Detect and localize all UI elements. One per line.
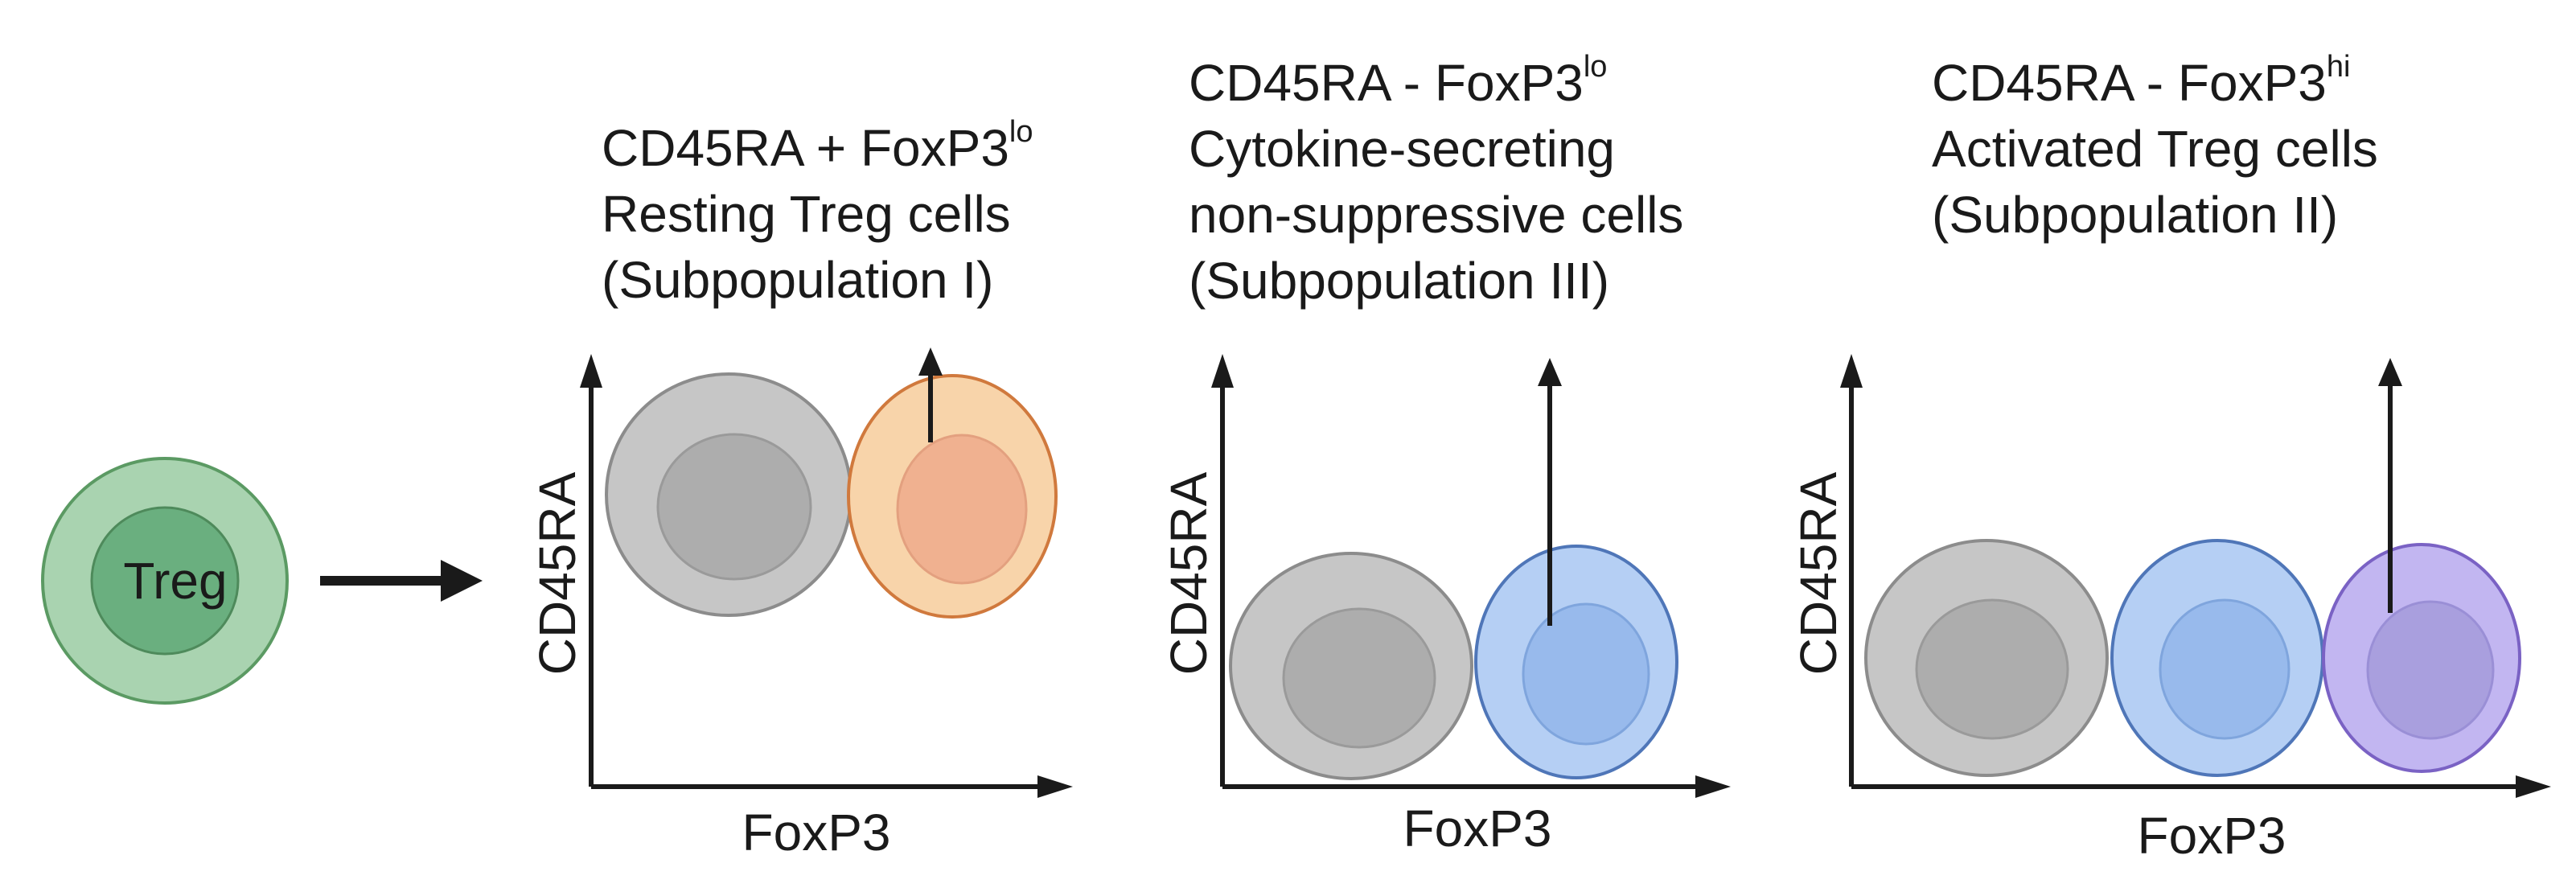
- orange-cell: [847, 374, 1058, 619]
- gray-cell: [1229, 552, 1473, 780]
- panel-2-title-marker: CD45RA - FoxP3: [1189, 54, 1584, 112]
- panel-1-title-line3: (Subpopulation I): [602, 251, 994, 309]
- treg-cell: Treg: [41, 457, 289, 705]
- panel-subpopulation-3: CD45RA FoxP3: [1160, 354, 1731, 857]
- panel-1-title: CD45RA + FoxP3lo Resting Treg cells (Sub…: [602, 115, 1033, 313]
- panel-2-title-line2: Cytokine-secreting: [1189, 120, 1615, 178]
- panel-3-x-axis-label: FoxP3: [2138, 807, 2286, 865]
- panel-1-title-sup: lo: [1009, 115, 1033, 149]
- panel-2-x-axis-label: FoxP3: [1403, 800, 1552, 857]
- panel-3-title-sup: hi: [2326, 50, 2351, 84]
- panel-1-title-line2: Resting Treg cells: [602, 185, 1011, 243]
- panel-2-axes: [1211, 354, 1731, 798]
- treg-label: Treg: [123, 552, 227, 610]
- panel-3-title: CD45RA - FoxP3hi Activated Treg cells (S…: [1932, 50, 2378, 248]
- purple-cell: [2322, 543, 2521, 773]
- panel-3-title-line2: Activated Treg cells: [1932, 120, 2378, 178]
- blue-cell: [2110, 539, 2324, 777]
- panel-3-y-axis-label: CD45RA: [1789, 471, 1847, 675]
- panel-1-x-axis-label: FoxP3: [742, 804, 891, 861]
- panel-3-title-marker: CD45RA - FoxP3: [1932, 54, 2327, 112]
- panel-subpopulation-1: CD45RA FoxP3: [528, 347, 1073, 861]
- panel-1-title-marker-line: CD45RA + FoxP3lo: [602, 115, 1033, 181]
- differentiation-arrow: [320, 560, 483, 602]
- gray-cell: [605, 372, 853, 617]
- panel-1-axes: [580, 354, 1073, 798]
- panel-2-title: CD45RA - FoxP3lo Cytokine-secreting non-…: [1189, 50, 1683, 314]
- panel-3-title-line3: (Subpopulation II): [1932, 186, 2339, 244]
- panel-3-title-marker-line: CD45RA - FoxP3hi: [1932, 50, 2378, 116]
- panel-2-title-sup: lo: [1583, 50, 1608, 84]
- panel-2-marker-arrow: [1538, 358, 1562, 626]
- treg-cell-nucleus: [90, 506, 240, 656]
- gray-cell: [1864, 539, 2109, 777]
- panel-1-marker-arrow: [918, 347, 943, 442]
- panel-subpopulation-2: CD45RA FoxP3: [1789, 354, 2551, 865]
- panel-2-y-axis-label: CD45RA: [1160, 471, 1218, 675]
- panel-3-axes: [1840, 354, 2551, 798]
- panel-2-title-line4: (Subpopulation III): [1189, 252, 1609, 310]
- panel-3-marker-arrow: [2378, 358, 2402, 613]
- blue-cell: [1474, 545, 1678, 779]
- panel-2-title-marker-line: CD45RA - FoxP3lo: [1189, 50, 1683, 116]
- panel-2-title-line3: non-suppressive cells: [1189, 186, 1684, 244]
- panel-1-title-marker: CD45RA + FoxP3: [602, 119, 1009, 177]
- panel-1-y-axis-label: CD45RA: [528, 471, 586, 675]
